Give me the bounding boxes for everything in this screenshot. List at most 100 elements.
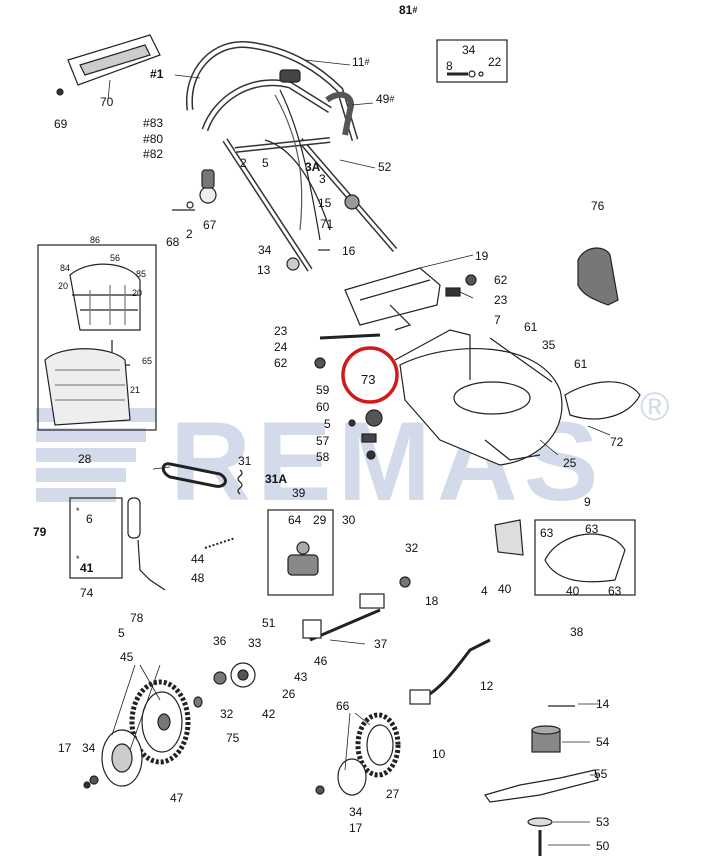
rod-24 xyxy=(319,333,381,340)
bush-32 xyxy=(193,696,203,708)
label-14: 14 xyxy=(596,697,610,711)
gear-32 xyxy=(399,576,411,588)
label-28: 28 xyxy=(78,452,92,466)
label-64: 64 xyxy=(288,513,302,527)
label-58: 58 xyxy=(316,450,330,464)
pinion-36 xyxy=(213,671,227,685)
label-9: 9 xyxy=(584,495,591,509)
marker-dot: * xyxy=(76,506,80,516)
belt-28 xyxy=(161,462,227,488)
label-5c: 5 xyxy=(118,626,125,640)
inset-9 xyxy=(534,519,636,596)
label-1: #1 xyxy=(150,67,164,81)
hubcap-47 xyxy=(101,729,143,787)
deflector-72 xyxy=(564,381,641,420)
label-18: 18 xyxy=(425,594,439,608)
handle-grip-70 xyxy=(56,34,161,96)
label-74: 74 xyxy=(80,586,94,600)
label-54: 54 xyxy=(596,735,610,749)
grass-catcher-inset xyxy=(37,244,157,431)
label-59: 59 xyxy=(316,383,330,397)
axle-bracket-32 xyxy=(359,593,385,609)
label-42: 42 xyxy=(262,707,276,721)
label-41: 41 xyxy=(80,561,94,575)
label-29: 29 xyxy=(313,513,327,527)
label-3: 3 xyxy=(319,172,326,186)
label-23a: 23 xyxy=(494,293,508,307)
nut-62b xyxy=(314,357,326,369)
cable-3 xyxy=(274,94,303,231)
cable-end xyxy=(409,689,431,705)
bracket-4 xyxy=(494,519,524,556)
blade-adapter-54 xyxy=(531,725,561,753)
label-63b: 63 xyxy=(540,526,554,540)
label-20b: 20 xyxy=(132,288,143,298)
label-69: 69 xyxy=(54,117,68,131)
label-4: 4 xyxy=(481,584,488,598)
clip-23 xyxy=(445,287,461,297)
label-85: 85 xyxy=(136,269,147,279)
label-2b: 2 xyxy=(186,227,193,241)
blade-55 xyxy=(484,769,599,803)
label-43: 43 xyxy=(294,670,308,684)
label-66: 66 xyxy=(336,699,350,713)
label-57: 57 xyxy=(316,434,330,448)
label-44: 44 xyxy=(191,552,205,566)
label-71: 71 xyxy=(320,217,334,231)
label-35: 35 xyxy=(542,338,556,352)
screw-17 xyxy=(83,781,91,789)
guard-63 xyxy=(544,533,626,583)
label-62a: 62 xyxy=(494,273,508,287)
label-19: 19 xyxy=(475,249,489,263)
knob-15 xyxy=(344,194,360,210)
pulley-60 xyxy=(365,409,383,427)
label-5a: 5 xyxy=(262,156,269,170)
label-72: 72 xyxy=(610,435,624,449)
lever-67 xyxy=(172,169,217,211)
nut-34b xyxy=(315,785,325,795)
label-6: 6 xyxy=(86,512,93,526)
rear-flap-76 xyxy=(577,247,619,306)
label-60: 60 xyxy=(316,400,330,414)
label-82: #82 xyxy=(143,147,164,161)
label-61a: 61 xyxy=(524,320,538,334)
front-wheel-66 xyxy=(355,712,401,778)
spring-31 xyxy=(237,469,243,495)
label-49: 49# xyxy=(376,92,395,106)
label-84: 84 xyxy=(60,263,71,273)
label-53: 53 xyxy=(596,815,610,829)
label-68: 68 xyxy=(166,235,180,249)
screw-5 xyxy=(348,419,356,427)
label-11: 11# xyxy=(352,55,370,69)
label-56: 56 xyxy=(110,253,121,263)
label-17a: 17 xyxy=(58,741,72,755)
inset-box-8-34-22 xyxy=(436,39,508,83)
label-34d: 34 xyxy=(349,805,363,819)
rod-35 xyxy=(489,337,553,383)
label-21: 21 xyxy=(130,385,141,395)
label-12: 12 xyxy=(480,679,494,693)
label-15: 15 xyxy=(318,196,332,210)
label-75: 75 xyxy=(226,731,240,745)
label-36: 36 xyxy=(213,634,227,648)
label-86: 86 xyxy=(90,235,101,245)
label-32b: 32 xyxy=(220,707,234,721)
rear-wheel-75 xyxy=(129,679,191,765)
label-73-highlighted: 73 xyxy=(361,372,376,387)
nut-62 xyxy=(465,274,477,286)
label-34a: 34 xyxy=(462,43,476,57)
label-55: 55 xyxy=(594,767,608,781)
pin-8 xyxy=(447,70,484,78)
label-13: 13 xyxy=(257,263,271,277)
lower-handle xyxy=(222,89,398,272)
label-80: #80 xyxy=(143,132,164,146)
label-61b: 61 xyxy=(574,357,588,371)
marker-star: * xyxy=(76,554,80,564)
label-22: 22 xyxy=(488,55,502,69)
label-33: 33 xyxy=(248,636,262,650)
label-63a: 63 xyxy=(585,522,599,536)
highlight-circle-73 xyxy=(341,346,399,404)
hubcap-27 xyxy=(337,758,367,796)
label-25: 25 xyxy=(563,456,577,470)
